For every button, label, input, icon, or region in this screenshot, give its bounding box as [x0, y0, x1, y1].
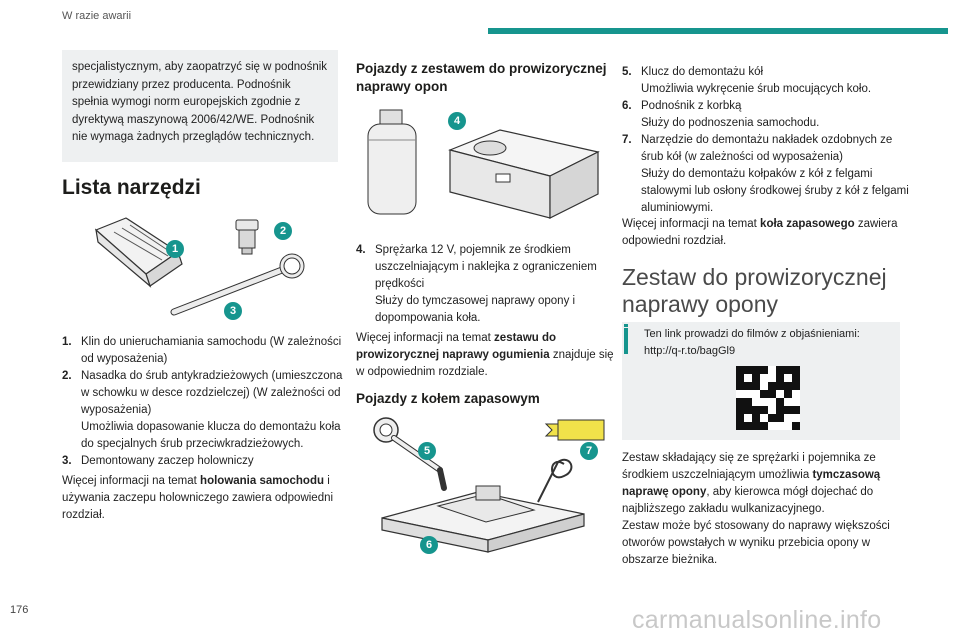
tools-list: 1.Klin do unieruchamiania samochodu (W z… [62, 334, 344, 470]
callout-badge-2: 2 [274, 222, 292, 240]
wheel-wrench-icon [373, 417, 447, 491]
info-icon-dot [624, 324, 628, 327]
tools-heading: Lista narzędzi [62, 176, 201, 199]
kit-more-info: Więcej informacji na temat zestawu do pr… [356, 332, 614, 378]
wheel-chock-icon [94, 217, 183, 288]
repair-kit-paragraph-1: Zestaw składający się ze sprężarki i poj… [622, 452, 881, 515]
note-text: specjalistycznym, aby zaopatrzyć się w p… [72, 61, 328, 144]
compressor-illustration [360, 106, 610, 226]
jack-crank-icon [537, 458, 573, 503]
info-icon [624, 328, 628, 354]
spare-vehicles-heading: Pojazdy z kołem zapasowym [356, 391, 540, 406]
kit-vehicles-heading: Pojazdy z zestawem do prowizorycznej nap… [356, 61, 607, 94]
sealant-bottle-icon [367, 109, 417, 215]
repair-kit-heading: Zestaw do prowizorycznej naprawy opony [622, 264, 887, 317]
header-accent-bar [488, 28, 948, 34]
anti-theft-socket-icon [235, 219, 259, 255]
watermark: carmanualsonline.info [632, 606, 882, 634]
spare-tools-illustration [358, 414, 612, 562]
section-header: W razie awarii [62, 10, 132, 22]
compressor-icon [448, 129, 600, 219]
note-box: specjalistycznym, aby zaopatrzyć się w p… [62, 50, 338, 162]
callout-badge-5: 5 [418, 442, 436, 460]
list-item: 7.Narzędzie do demontażu nakładek ozdobn… [622, 134, 909, 214]
list-item: 2.Nasadka do śrub antykradzieżowych (umi… [62, 370, 343, 450]
car-jack-icon [381, 485, 585, 553]
video-link-text[interactable]: Ten link prowadzi do filmów z objaśnieni… [644, 328, 860, 357]
tools-illustration [86, 212, 306, 324]
callout-badge-6: 6 [420, 536, 438, 554]
spare-more-info: Więcej informacji na temat koła zapasowe… [622, 218, 898, 247]
tools-more-info: Więcej informacji na temat holowania sam… [62, 475, 334, 521]
kit-list: 4.Sprężarka 12 V, pojemnik ze środkiem u… [356, 242, 618, 327]
list-item: 1.Klin do unieruchamiania samochodu (W z… [62, 336, 342, 365]
callout-badge-7: 7 [580, 442, 598, 460]
repair-kit-paragraph-2: Zestaw może być stosowany do naprawy wię… [622, 520, 890, 566]
callout-badge-1: 1 [166, 240, 184, 258]
callout-badge-4: 4 [448, 112, 466, 130]
hubcap-tool-icon [544, 419, 605, 441]
list-item: 3.Demontowany zaczep holowniczy [62, 455, 254, 467]
callout-badge-3: 3 [224, 302, 242, 320]
page-number: 176 [10, 604, 29, 616]
qr-code-icon[interactable] [736, 366, 800, 430]
towing-eye-icon [170, 253, 305, 316]
list-item: 4.Sprężarka 12 V, pojemnik ze środkiem u… [356, 244, 597, 324]
